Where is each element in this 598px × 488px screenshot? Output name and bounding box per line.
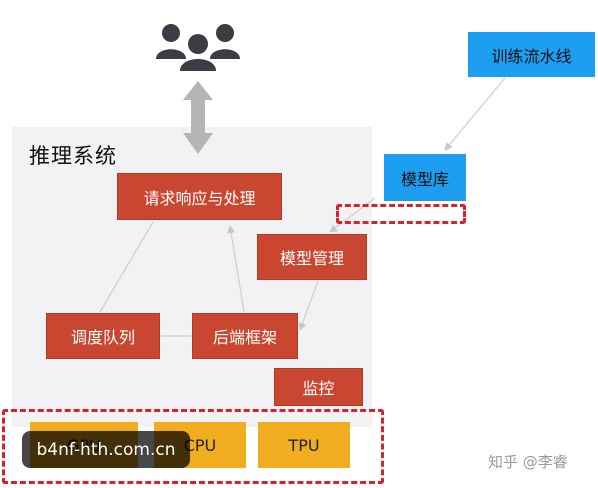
diagram-title: 推理系统 — [29, 144, 117, 168]
users-icon — [156, 24, 240, 71]
node-monitoring: 监控 — [274, 368, 363, 406]
bidirectional-arrow — [183, 81, 213, 154]
author-credit: 知乎 @李睿 — [488, 453, 568, 471]
node-scheduling-queue: 调度队列 — [46, 313, 160, 359]
node-backend-framework: 后端框架 — [192, 313, 298, 359]
node-model-management: 模型管理 — [257, 234, 367, 280]
edge-backend-to-request — [227, 225, 245, 313]
highlight-model-repo-link — [336, 204, 466, 224]
edge-management-to-backend — [298, 280, 319, 331]
edge-pipeline-to-repo — [444, 77, 506, 151]
node-training-pipeline: 训练流水线 — [468, 32, 595, 77]
node-model-repo: 模型库 — [384, 154, 466, 201]
watermark-overlay: b4nf-hth.com.cn — [22, 431, 190, 468]
hardware-tpu: TPU — [258, 422, 350, 468]
highlight-hardware-layer — [2, 409, 384, 484]
edge-repo-to-management — [329, 197, 376, 233]
edge-request-to-scheduling — [99, 221, 154, 313]
node-request-handling: 请求响应与处理 — [117, 173, 282, 220]
